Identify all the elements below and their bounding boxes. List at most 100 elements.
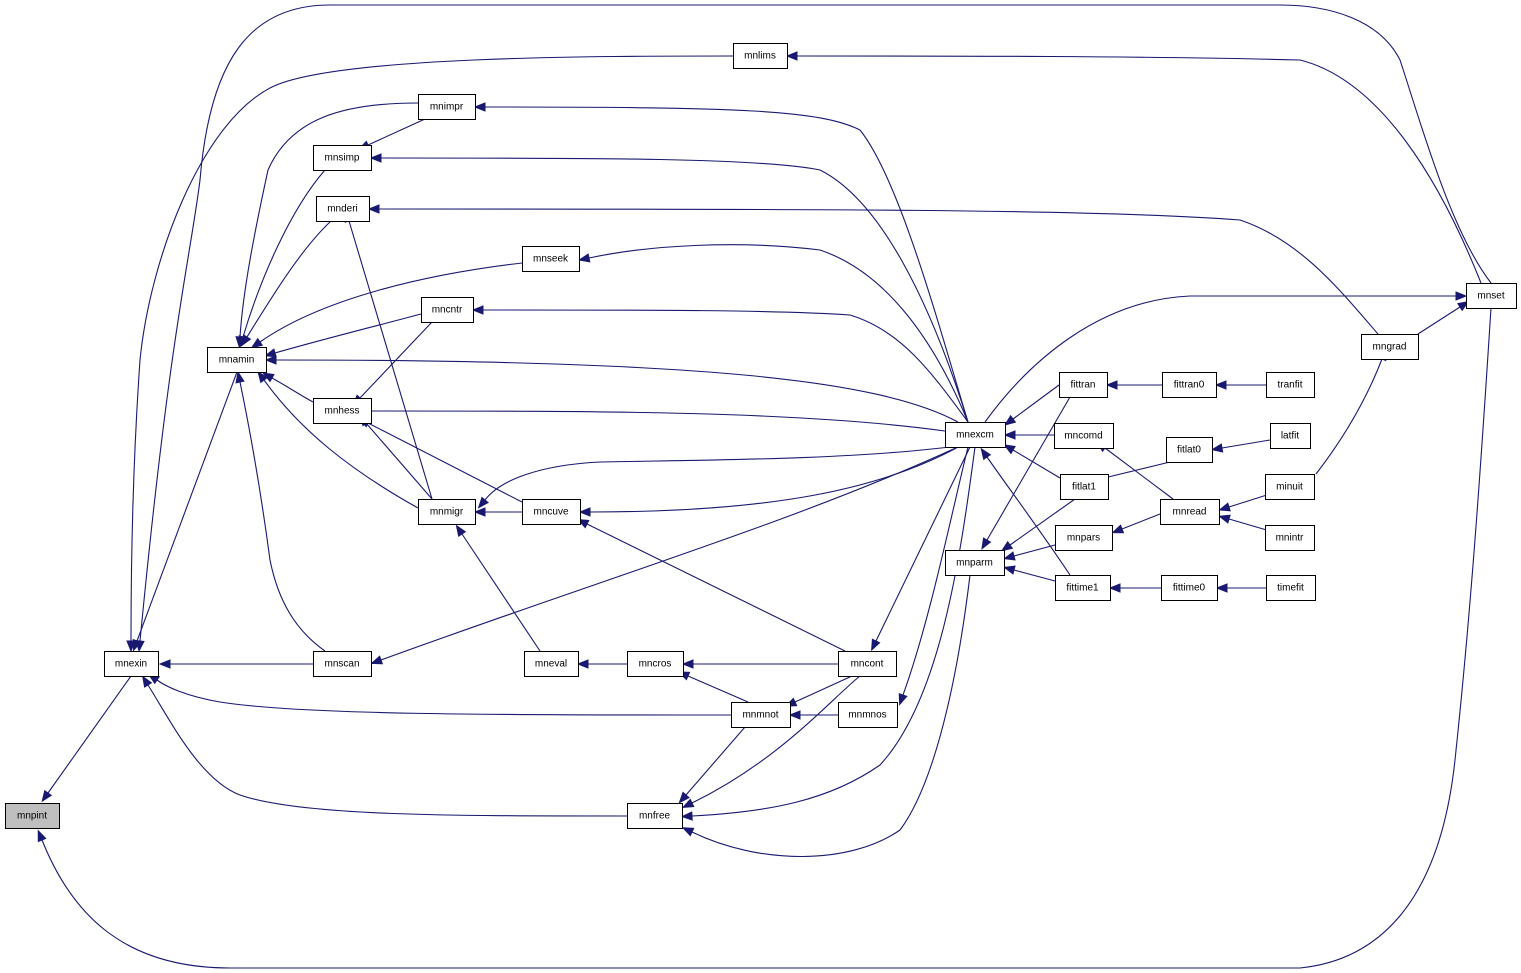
node-box xyxy=(1265,474,1315,500)
node-box xyxy=(945,550,1005,576)
edge-mnexcm-to-mnsimp-arrowhead xyxy=(369,153,382,163)
node-label: fittran xyxy=(1070,380,1095,391)
node-box xyxy=(524,651,579,677)
node-mnimpr[interactable]: mnimpr xyxy=(418,94,476,120)
node-mnpint[interactable]: mnpint xyxy=(5,803,60,829)
edge-mncuve-to-mnmigr-arrowhead xyxy=(473,507,486,517)
node-mnseek[interactable]: mnseek xyxy=(522,246,580,272)
node-mncomd[interactable]: mncomd xyxy=(1054,423,1114,449)
node-box xyxy=(5,803,60,829)
node-box xyxy=(1055,525,1113,551)
edge-mnexcm-to-mncont xyxy=(875,446,971,642)
node-mncros[interactable]: mncros xyxy=(627,651,684,677)
edge-mnread-to-mncomd xyxy=(1104,447,1174,500)
edge-mngrad-to-mnset-arrowhead xyxy=(1457,300,1470,312)
node-label: mncont xyxy=(851,659,884,670)
node-label: fitlat0 xyxy=(1177,445,1201,456)
node-timefit[interactable]: timefit xyxy=(1266,575,1316,601)
node-minuit[interactable]: minuit xyxy=(1265,474,1315,500)
edge-mncont-to-mnfree-arrowhead xyxy=(681,798,695,809)
node-box xyxy=(418,499,476,525)
edge-mnparm-to-mnfree xyxy=(691,574,971,858)
node-fittime1[interactable]: fittime1 xyxy=(1055,575,1111,601)
node-mnpars[interactable]: mnpars xyxy=(1055,525,1113,551)
edge-mnscan-to-mnexin-arrowhead xyxy=(158,659,171,669)
node-label: mnexin xyxy=(115,659,147,670)
node-mnfree[interactable]: mnfree xyxy=(627,803,683,829)
node-mnset[interactable]: mnset xyxy=(1466,283,1517,309)
node-box xyxy=(104,651,159,677)
edge-mnexcm-to-mnmigr xyxy=(484,445,959,501)
edge-mneval-to-mnmigr xyxy=(461,533,541,652)
node-mnderi[interactable]: mnderi xyxy=(316,196,370,222)
edge-mnmnot-to-mnfree xyxy=(685,726,746,796)
edge-mncont-to-mncros-arrowhead xyxy=(681,659,694,669)
node-box xyxy=(1265,525,1315,551)
node-mnamin[interactable]: mnamin xyxy=(207,347,267,373)
node-mncuve[interactable]: mncuve xyxy=(522,499,581,525)
edge-mnset-to-mnamin-arrowhead xyxy=(135,640,145,653)
node-mncont[interactable]: mncont xyxy=(838,651,897,677)
node-box xyxy=(1055,575,1111,601)
edge-mnhess-to-mnamin xyxy=(271,377,314,403)
node-tranfit[interactable]: tranfit xyxy=(1266,372,1315,398)
node-fitlat1[interactable]: fitlat1 xyxy=(1060,474,1109,500)
edge-mnexcm-to-mncuve xyxy=(589,445,961,513)
edge-mnexin-to-mnpint xyxy=(47,675,132,794)
node-mnintr[interactable]: mnintr xyxy=(1265,525,1315,551)
node-fittran0[interactable]: fittran0 xyxy=(1162,372,1217,398)
node-mnhess[interactable]: mnhess xyxy=(313,398,372,424)
edge-fittime1-to-mnexcm xyxy=(986,456,1071,576)
node-mncntr[interactable]: mncntr xyxy=(421,297,474,323)
node-label: mncomd xyxy=(1064,431,1102,442)
node-mnread[interactable]: mnread xyxy=(1160,499,1220,525)
edge-mnpars-to-mnparm-arrowhead xyxy=(1003,551,1016,561)
edge-mnexcm-to-mnfree xyxy=(691,446,976,817)
node-mnmnot[interactable]: mnmnot xyxy=(731,702,791,728)
node-latfit[interactable]: latfit xyxy=(1270,423,1311,449)
node-mnscan[interactable]: mnscan xyxy=(313,651,372,677)
node-mnparm[interactable]: mnparm xyxy=(945,550,1005,576)
edge-minuit-to-mngrad xyxy=(1315,358,1383,475)
edge-timefit-to-fittime0-arrowhead xyxy=(1215,583,1228,593)
node-box xyxy=(313,145,372,171)
node-mnmnos[interactable]: mnmnos xyxy=(838,702,898,728)
node-fittime0[interactable]: fittime0 xyxy=(1161,575,1218,601)
node-label: mngrad xyxy=(1373,342,1407,353)
edge-mnexcm-to-mnmnos-arrowhead xyxy=(898,692,908,706)
node-label: mnparm xyxy=(956,558,993,569)
node-box xyxy=(207,347,267,373)
node-box xyxy=(1161,575,1218,601)
edge-mnset-to-mnlims xyxy=(796,55,1482,284)
edge-fittime1-to-mnparm xyxy=(1013,569,1056,582)
node-mneval[interactable]: mneval xyxy=(524,651,579,677)
node-label: timefit xyxy=(1277,583,1304,594)
edge-mnexcm-to-mncntr xyxy=(482,309,969,423)
node-box xyxy=(945,422,1006,448)
edge-mnlims-to-mnexin-arrowhead xyxy=(126,640,136,653)
edge-latfit-to-fitlat0 xyxy=(1221,439,1271,449)
node-mnsimp[interactable]: mnsimp xyxy=(313,145,372,171)
node-box xyxy=(522,499,581,525)
edge-mncntr-to-mnamin xyxy=(274,313,422,354)
edge-mnfree-to-mnexin-arrowhead xyxy=(142,675,153,688)
edge-fitlat1-to-mnparm xyxy=(1009,498,1076,546)
edge-mncont-to-mncuve xyxy=(586,523,846,652)
edge-mnexcm-to-mnset-arrowhead xyxy=(1455,291,1468,301)
node-mngrad[interactable]: mngrad xyxy=(1361,334,1419,360)
node-label: mnintr xyxy=(1276,533,1304,544)
node-mnexcm[interactable]: mnexcm xyxy=(945,422,1006,448)
node-mnexin[interactable]: mnexin xyxy=(104,651,159,677)
node-fittran[interactable]: fittran xyxy=(1059,372,1108,398)
edge-mnmigr-to-mnamin xyxy=(263,379,419,509)
node-box xyxy=(1266,575,1316,601)
node-fitlat0[interactable]: fitlat0 xyxy=(1166,437,1213,463)
edge-mngrad-to-mnderi-arrowhead xyxy=(367,204,380,214)
node-mnlims[interactable]: mnlims xyxy=(733,43,788,69)
edge-mnmnos-to-mnmnot-arrowhead xyxy=(788,710,801,720)
node-mnmigr[interactable]: mnmigr xyxy=(418,499,476,525)
node-box xyxy=(1054,423,1114,449)
edge-mnsimp-to-mnamin xyxy=(242,169,326,338)
edge-mnimpr-to-mnsimp xyxy=(367,118,426,146)
